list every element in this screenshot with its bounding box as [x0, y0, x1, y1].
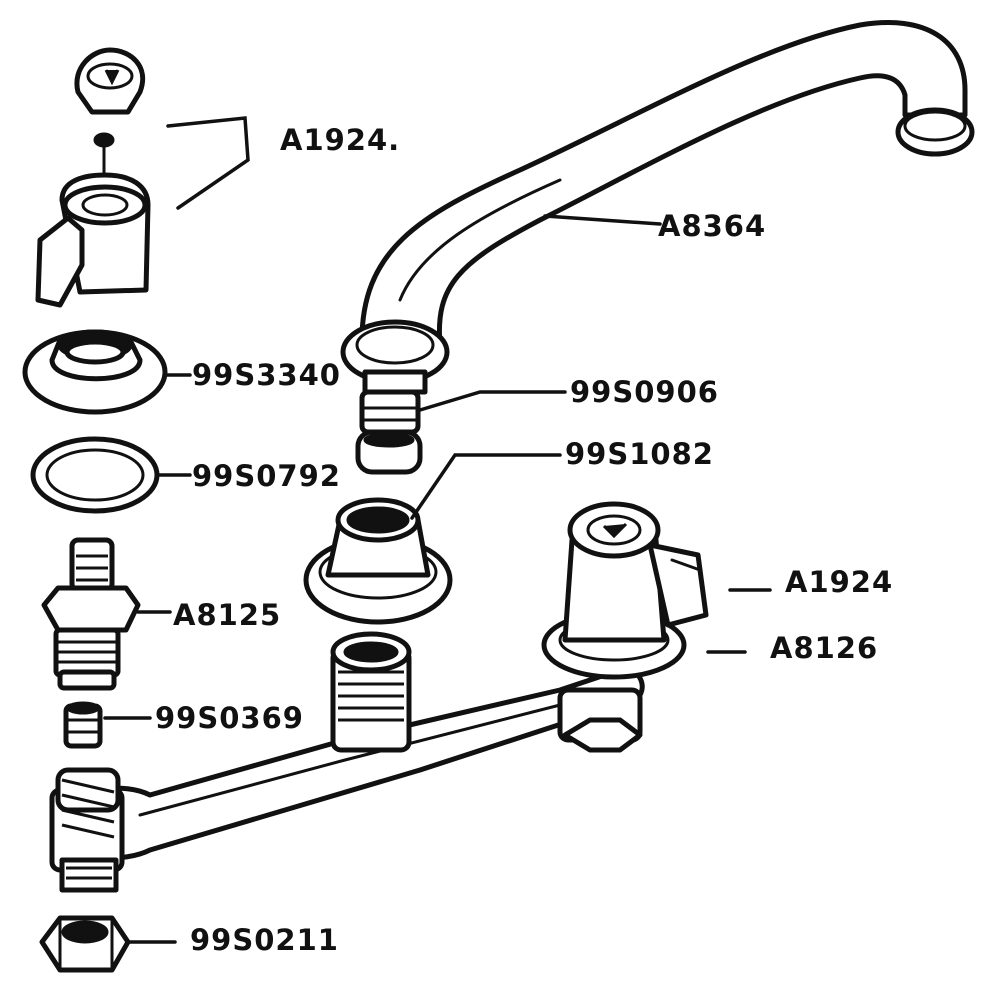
label-handle-right: A1924: [785, 565, 893, 599]
spout-nipple: [355, 389, 423, 475]
seat: [63, 701, 103, 749]
leader-handle-left: [166, 116, 250, 210]
flange: [22, 329, 168, 415]
leader-spout-collar: [410, 453, 562, 520]
label-spout-nipple: 99S0906: [570, 375, 719, 409]
label-spout: A8364: [658, 209, 766, 243]
spout-base-ring: [340, 319, 450, 395]
label-seat: 99S0369: [155, 701, 304, 735]
label-gasket: 99S0792: [192, 459, 341, 493]
gasket: [30, 436, 160, 514]
label-handle-left: A1924.: [280, 123, 400, 157]
faucet-body: [49, 631, 645, 893]
label-stem-left: A8125: [173, 598, 281, 632]
leader-spout-nipple: [418, 390, 567, 412]
spout-collar: [303, 497, 453, 625]
right-handle: [541, 501, 709, 680]
left-handle-cap: [74, 47, 146, 115]
label-spout-collar: 99S1082: [565, 437, 714, 471]
stem: [41, 537, 141, 691]
spout-tube: [359, 20, 975, 348]
leader-spout: [543, 214, 662, 226]
label-locknut: 99S0211: [190, 923, 339, 957]
left-handle-body: [35, 172, 151, 308]
label-stem-right: A8126: [770, 631, 878, 665]
locknut: [39, 915, 131, 973]
left-handle-screw: [93, 132, 115, 174]
label-flange: 99S3340: [192, 358, 341, 392]
